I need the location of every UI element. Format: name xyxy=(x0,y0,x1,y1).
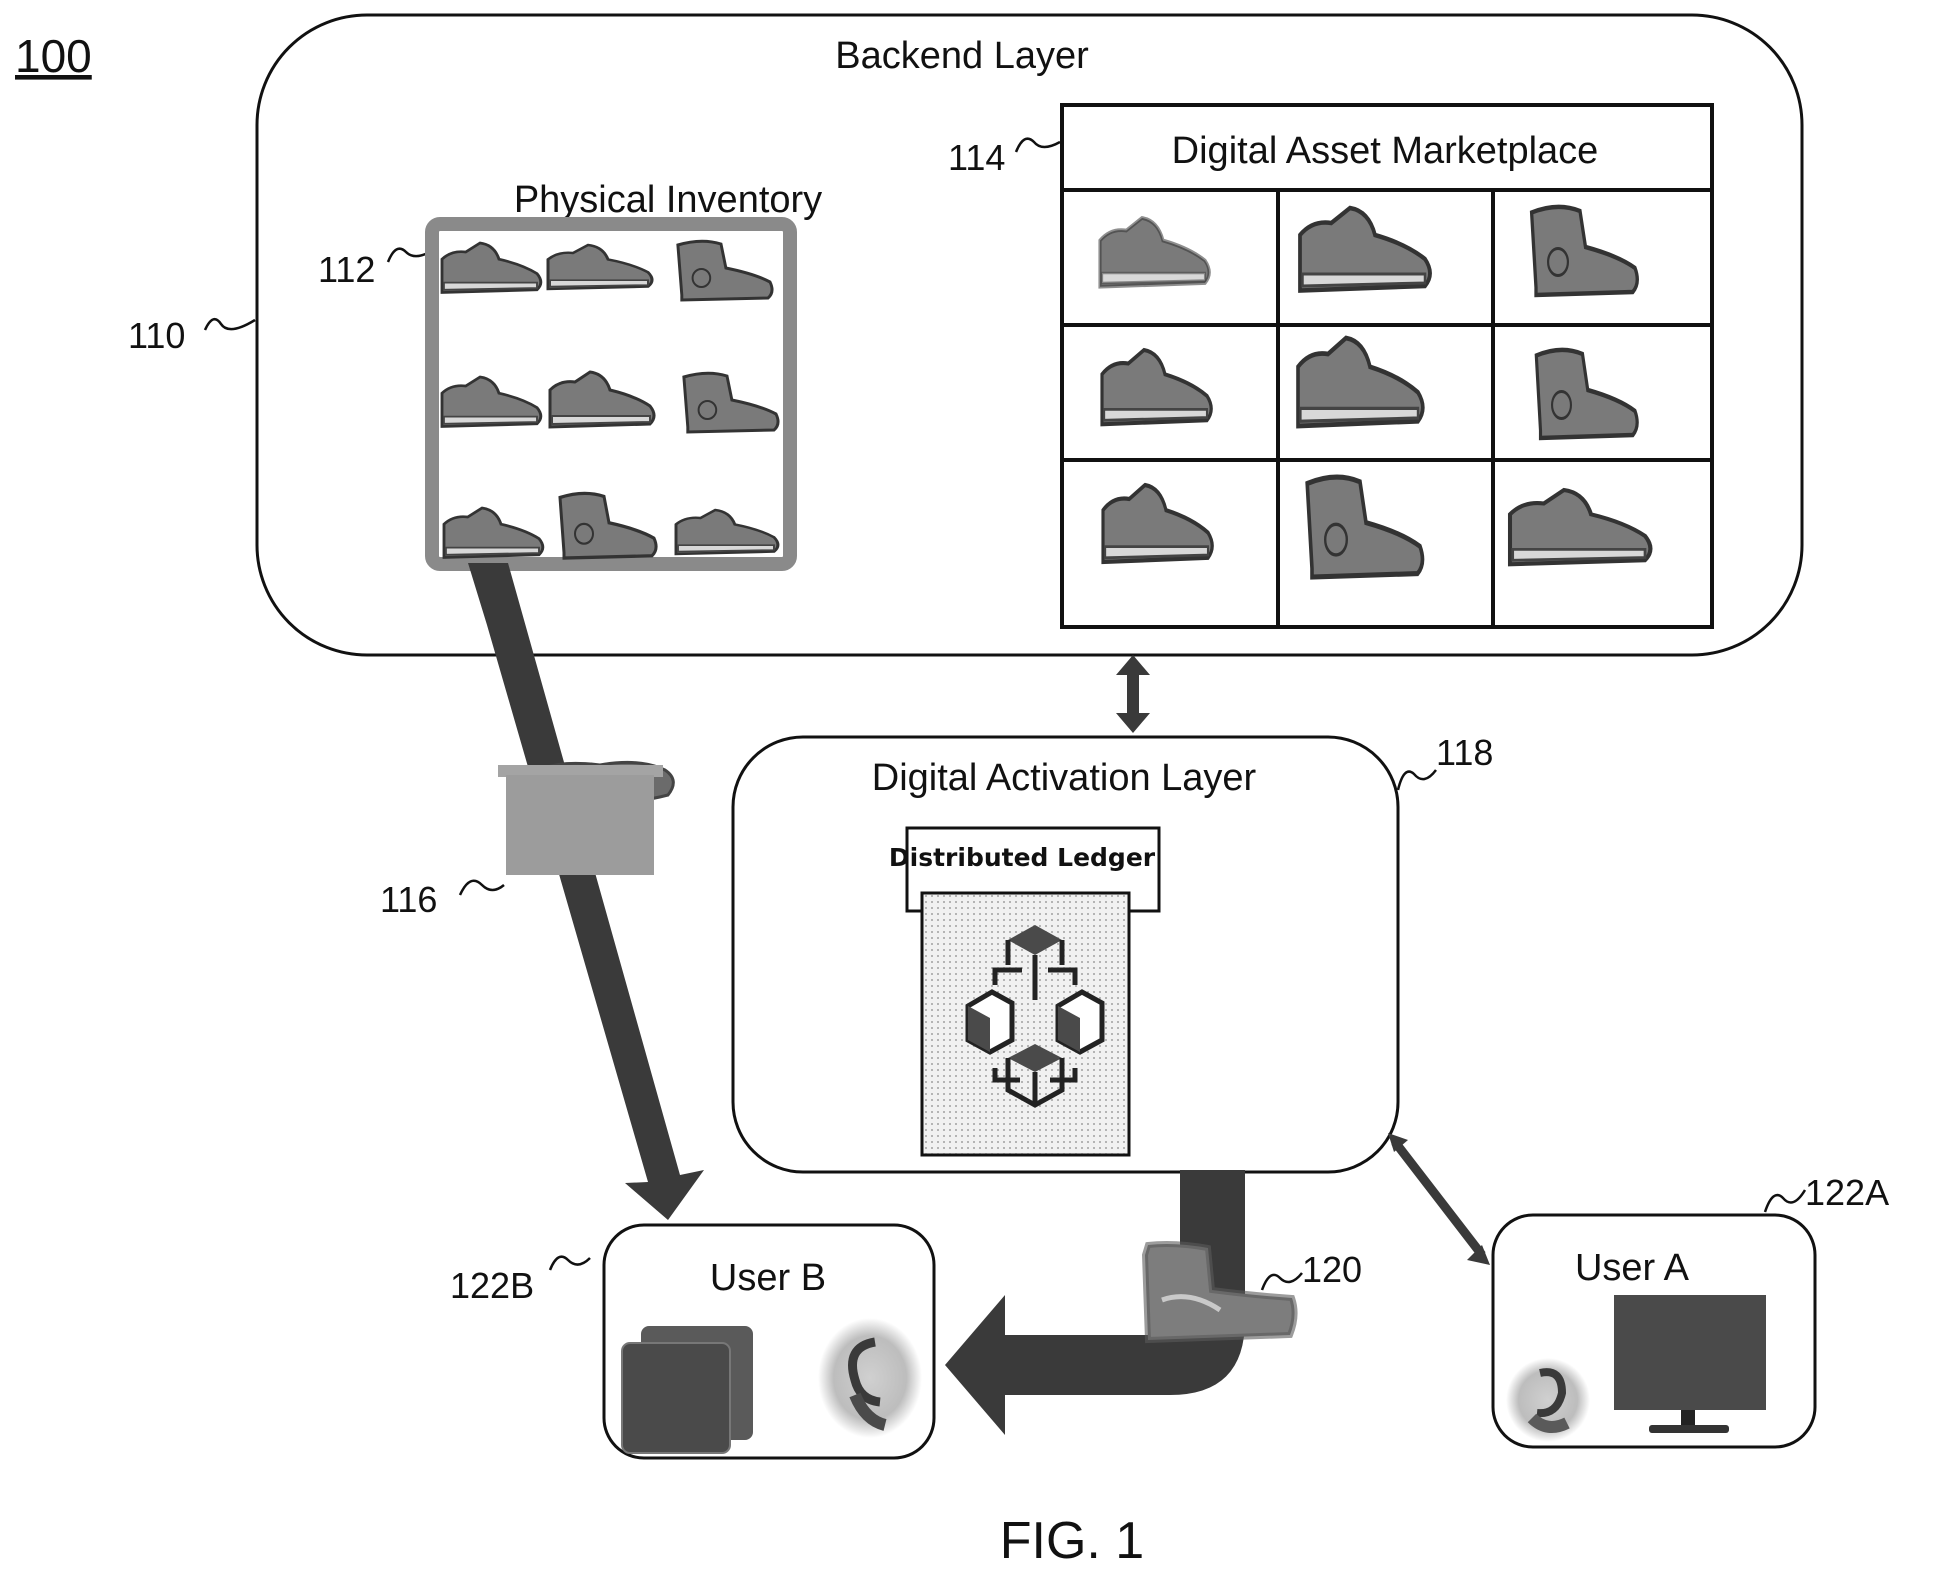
user-a-ref-leader xyxy=(1763,1189,1807,1213)
bidirectional-arrow-backend-activation xyxy=(1116,655,1150,733)
ledger-title: Distributed Ledger xyxy=(889,843,1156,872)
activation-ref-label: 118 xyxy=(1436,732,1493,773)
digital-activation-layer: Digital Activation Layer 118 Distributed… xyxy=(731,732,1493,1174)
tablet-icon xyxy=(621,1326,753,1454)
user-b-node: User B 122B xyxy=(450,1223,936,1460)
digital-asset-marketplace: 114 Digital Asset Marketplace xyxy=(948,103,1714,629)
user-a-ref-label: 122A xyxy=(1805,1172,1889,1213)
desktop-monitor-icon xyxy=(1614,1295,1766,1433)
marketplace-title: Digital Asset Marketplace xyxy=(1172,130,1599,172)
digital-asset-transfer-arrow: 120 xyxy=(945,1170,1362,1435)
shipment-ref-leader xyxy=(458,879,505,896)
figure-number: 100 xyxy=(15,30,92,82)
user-a-label: User A xyxy=(1575,1247,1690,1289)
physical-inventory: Physical Inventory 112 xyxy=(318,179,822,571)
digital-shoe-icon xyxy=(1141,1241,1298,1344)
user-b-ref-leader xyxy=(548,1255,591,1271)
backend-ref-leader xyxy=(203,317,256,331)
backend-layer-title: Backend Layer xyxy=(835,35,1089,77)
avatar-icon xyxy=(818,1318,922,1438)
digital-asset-ref-leader xyxy=(1260,1272,1303,1291)
activation-ref-leader xyxy=(1396,769,1437,791)
user-a-node: User A 122A xyxy=(1491,1172,1889,1449)
marketplace-ref-leader xyxy=(1014,137,1061,153)
backend-layer: Backend Layer 110 Physical Inventory 112 xyxy=(128,13,1804,657)
physical-shipment-arrow: 116 xyxy=(380,563,704,1220)
physical-inventory-ref-label: 112 xyxy=(318,249,375,290)
bidirectional-arrow-activation-user-a xyxy=(1388,1133,1490,1265)
figure-caption: FIG. 1 xyxy=(1000,1512,1144,1570)
backend-ref-label: 110 xyxy=(128,315,185,356)
marketplace-ref-label: 114 xyxy=(948,137,1005,178)
shipment-ref-label: 116 xyxy=(380,879,437,920)
digital-asset-ref-label: 120 xyxy=(1302,1249,1362,1290)
user-b-ref-label: 122B xyxy=(450,1265,534,1306)
avatar-icon xyxy=(1506,1358,1590,1442)
blockchain-cubes-icon xyxy=(965,925,1105,1108)
activation-layer-title: Digital Activation Layer xyxy=(872,757,1257,799)
physical-inventory-title: Physical Inventory xyxy=(514,179,822,221)
distributed-ledger: Distributed Ledger xyxy=(889,826,1161,1157)
user-b-label: User B xyxy=(710,1257,826,1299)
shoe-in-box-icon xyxy=(498,760,675,875)
